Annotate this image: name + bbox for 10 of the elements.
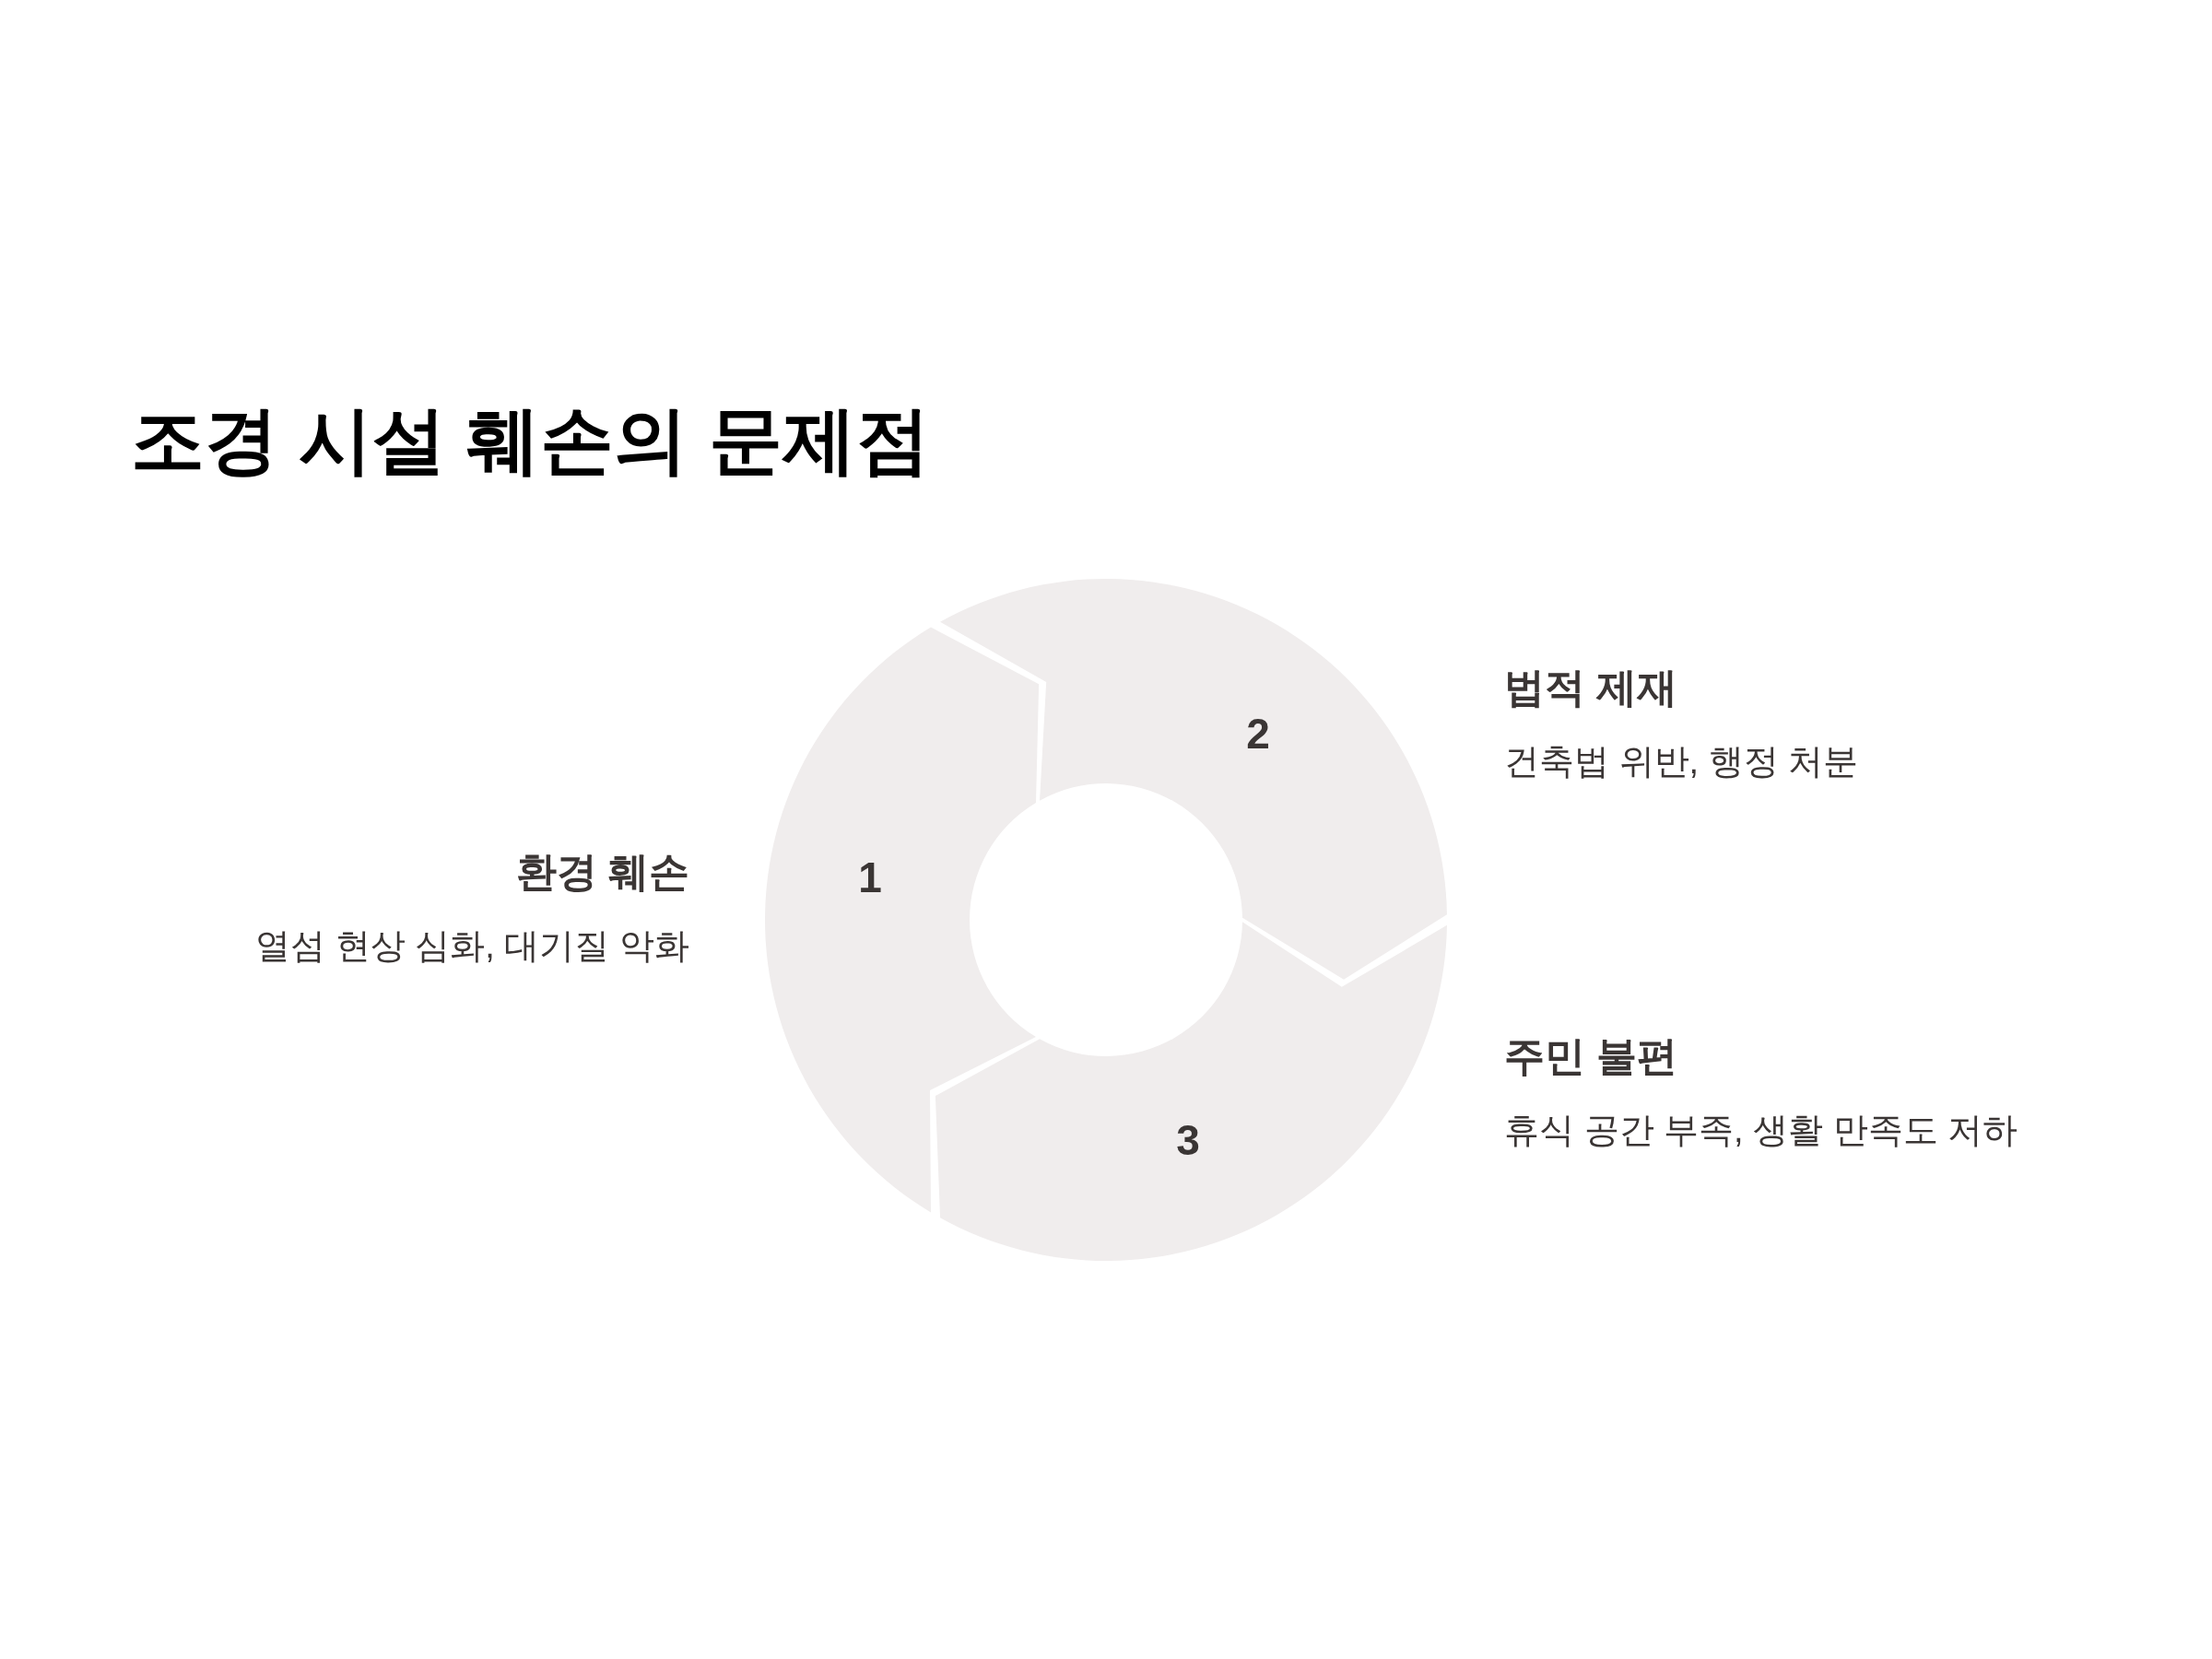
description-text: 열섬 현상 심화, 대기질 악화 xyxy=(255,925,689,967)
step-number: 2 xyxy=(1246,712,1270,755)
description-text: 휴식 공간 부족, 생활 만족도 저하 xyxy=(1504,1110,2018,1151)
step-number: 3 xyxy=(1176,1119,1200,1161)
step-number: 1 xyxy=(858,856,882,899)
description-text: 건축법 위반, 행정 처분 xyxy=(1504,741,1859,782)
section-heading: 법적 제재 xyxy=(1504,664,1678,712)
section-heading: 환경 훼손 xyxy=(515,848,689,896)
title: 조경 시설 훼손의 문제점 xyxy=(131,398,930,483)
section-heading: 주민 불편 xyxy=(1504,1032,1678,1080)
